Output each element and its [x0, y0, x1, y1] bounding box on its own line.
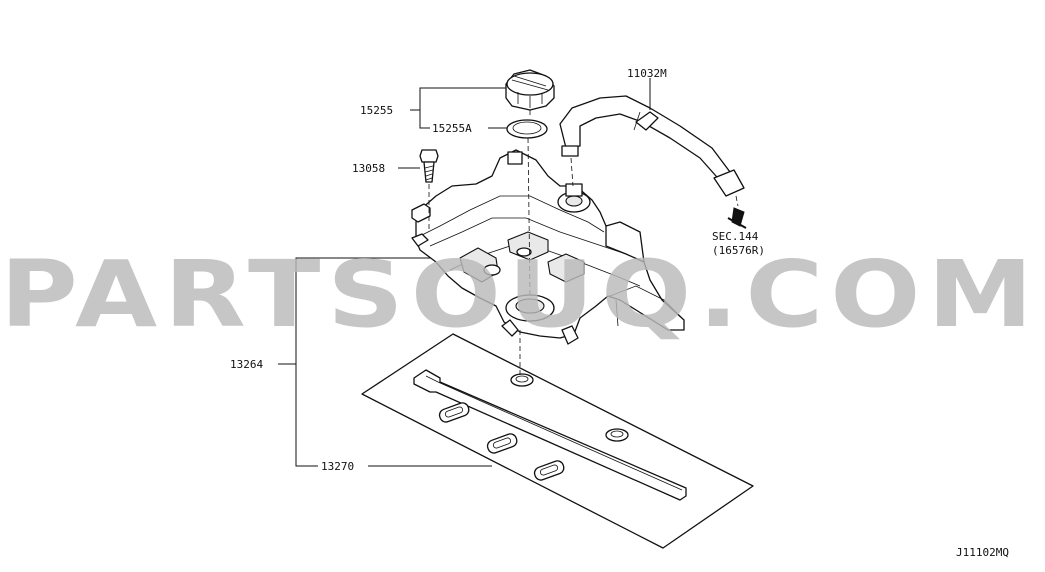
label-cap-seal-15255a: 15255A — [432, 122, 472, 135]
oval-seal-1 — [438, 402, 470, 423]
label-cap-15255: 15255 — [360, 104, 393, 117]
direction-arrow-icon — [727, 207, 747, 229]
oil-filler-cap — [505, 69, 555, 111]
label-section-ref-1: SEC.144 — [712, 230, 759, 243]
label-hose-11032m: 11032M — [627, 67, 667, 80]
breather-hose — [559, 95, 745, 197]
oval-seal-2 — [486, 433, 518, 454]
label-section-ref-2: (16576R) — [712, 244, 765, 257]
oval-seal-3 — [533, 460, 565, 481]
label-bolt-13058: 13058 — [352, 162, 385, 175]
assembly-lines — [428, 110, 739, 378]
label-gasket-13270: 13270 — [321, 460, 354, 473]
watermark: PARTSOUQ.COM — [0, 241, 1040, 348]
valve-cover — [411, 149, 685, 345]
diagram-code: J11102MQ — [956, 546, 1009, 559]
gasket-sheet — [361, 333, 754, 549]
leader-lines — [278, 78, 651, 467]
bolt — [419, 149, 439, 183]
cap-seal-ring — [506, 119, 548, 139]
round-seal-1 — [510, 373, 534, 387]
round-seal-2 — [605, 428, 629, 442]
label-cover-13264: 13264 — [230, 358, 263, 371]
